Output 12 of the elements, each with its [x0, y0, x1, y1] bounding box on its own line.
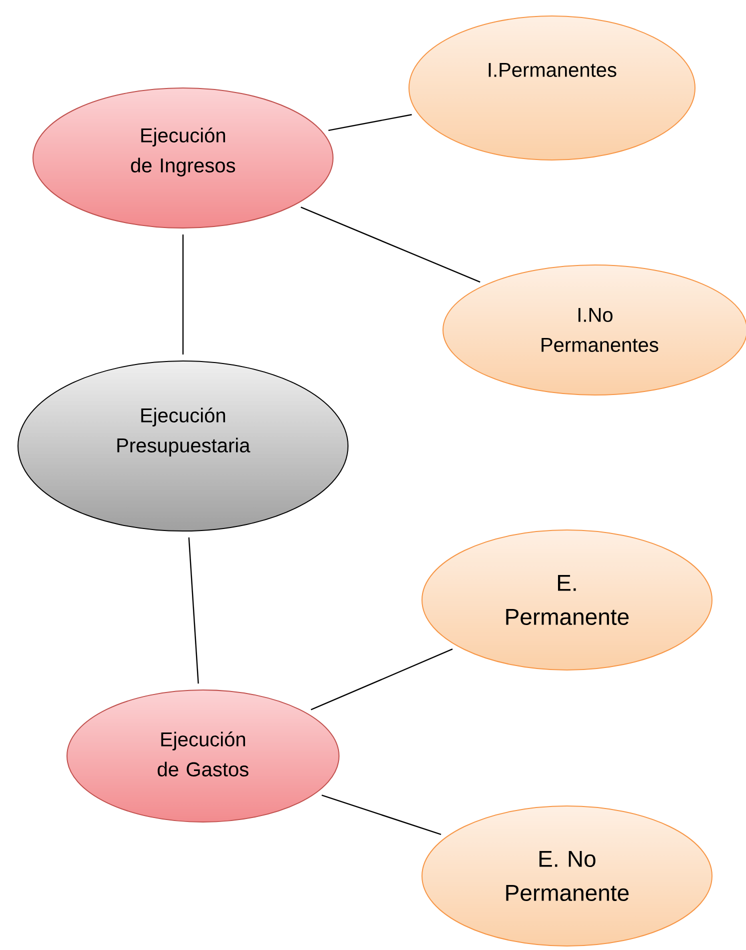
connector-line — [322, 794, 442, 836]
ellipse-node: I.Permanentes — [408, 16, 696, 160]
ellipse-node: E. No Permanente — [422, 806, 712, 946]
ellipse-node: Ejecución de Gastos — [66, 690, 340, 822]
connector-line — [328, 114, 412, 132]
ellipse-node: E. Permanente — [422, 530, 712, 670]
ellipse-node: Ejecución Presupuestaria — [18, 360, 348, 532]
connector-line — [188, 537, 199, 684]
connector-line — [300, 206, 480, 283]
connector-line — [182, 234, 184, 354]
connector-line — [310, 648, 453, 710]
ellipse-node: Ejecución de Ingresos — [32, 88, 334, 228]
